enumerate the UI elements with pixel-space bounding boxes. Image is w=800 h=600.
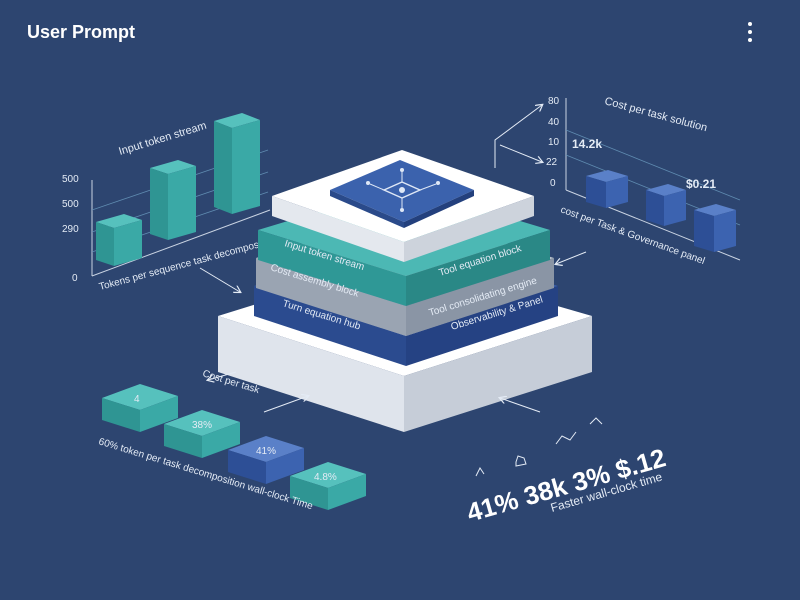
tile-1-value: 4 — [134, 394, 140, 405]
page-title: User Prompt — [27, 22, 136, 42]
left-ytick-1: 500 — [62, 174, 79, 185]
architecture-stack: Input token stream Tool equation block C… — [199, 150, 592, 432]
right-ytick-3: 10 — [548, 137, 560, 148]
right-chart-title: Cost per task solution — [603, 95, 708, 134]
left-chart-title: Input token stream — [117, 120, 208, 158]
stats-block: 41% 38k 3% $.12 Faster wall-clock time — [463, 417, 669, 528]
right-value-label: 14.2k — [572, 137, 602, 151]
tile-3-value: 41% — [256, 446, 276, 457]
right-price-label: $0.21 — [686, 177, 716, 191]
more-vertical-icon[interactable] — [742, 22, 758, 42]
left-bar-chart: 500 500 290 0 Input token stream Tokens … — [62, 113, 271, 293]
left-ytick-2: 500 — [62, 199, 79, 210]
left-ytick-4: 0 — [72, 273, 78, 284]
tile-4-value: 4.8% — [314, 472, 337, 483]
right-ytick-1: 80 — [548, 96, 560, 107]
right-ytick-4: 22 — [546, 157, 558, 168]
right-ytick-2: 40 — [548, 117, 560, 128]
sparkline-icon — [475, 417, 603, 477]
left-ytick-3: 290 — [62, 224, 79, 235]
right-ytick-5: 0 — [550, 178, 556, 189]
circuit-chip-icon — [330, 160, 474, 228]
tile-2-value: 38% — [192, 420, 212, 431]
